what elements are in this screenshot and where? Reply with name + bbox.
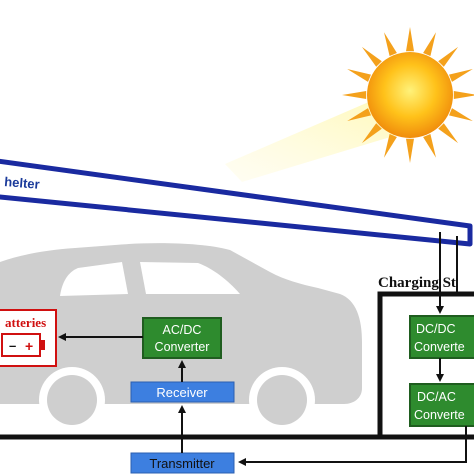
sun-ray (342, 91, 367, 99)
sun-ray (453, 91, 474, 99)
dcdc-converter-box (409, 315, 474, 359)
sun-ray (423, 32, 436, 56)
sun-ray (361, 123, 382, 144)
receiver-label: Receiver (156, 385, 208, 400)
arrow-dcac-to-transmitter (238, 426, 467, 466)
battery-icon: – + (1, 333, 45, 357)
sun-ray (449, 108, 473, 121)
sun-ray (423, 134, 436, 158)
battery-minus-sign: – (9, 338, 16, 353)
charging-station-frame (377, 291, 474, 437)
sun-ray (347, 108, 371, 121)
charging-station-label: Charging St (378, 275, 456, 291)
acdc-converter-line2: Converter (155, 340, 210, 354)
sun-ray (406, 138, 414, 163)
sunlight-beam (225, 98, 420, 182)
dcdc-converter-line1: DC/DC (416, 322, 456, 336)
dcdc-converter-line2: Converte (414, 340, 465, 354)
dcac-converter-line1: DC/AC (417, 390, 456, 404)
sun-ray (361, 46, 382, 67)
battery-plus-sign: + (25, 338, 33, 354)
acdc-converter-line1: AC/DC (163, 323, 202, 337)
sun-ray (384, 134, 397, 158)
shelter-roof (0, 158, 473, 247)
batteries-label: atteries (5, 315, 46, 330)
shelter-label: helter (4, 174, 40, 192)
car-wheels (39, 367, 315, 433)
sun-ray (438, 123, 459, 144)
sun-ray (384, 32, 397, 56)
sun-ray (449, 69, 473, 82)
dcac-converter-box (409, 383, 474, 427)
sun-ray (406, 27, 414, 52)
transmitter-label: Transmitter (149, 456, 215, 471)
sun-ray (347, 69, 371, 82)
sun-icon (342, 27, 474, 163)
dcac-converter-line2: Converte (414, 408, 465, 422)
sun-ray (438, 46, 459, 67)
car-windows (60, 262, 240, 296)
